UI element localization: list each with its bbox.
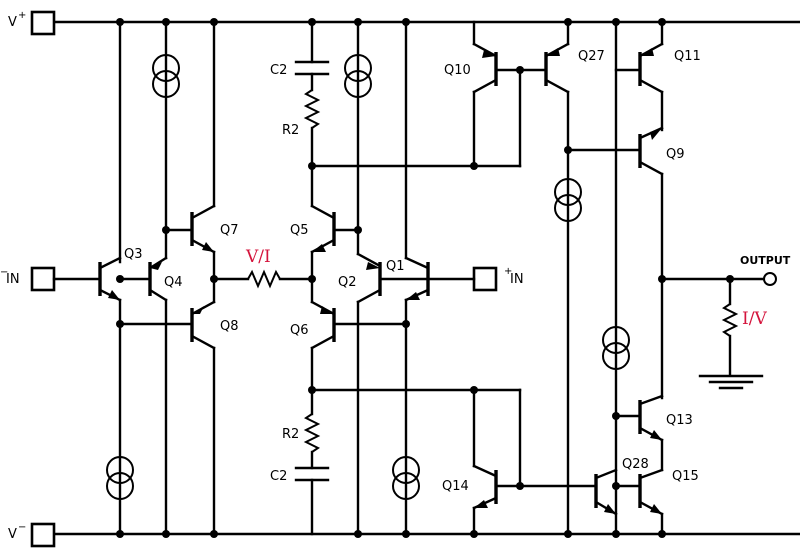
vplus-sup: + [18, 10, 26, 21]
q11-label: Q11 [674, 49, 701, 64]
q10-label: Q10 [444, 63, 471, 78]
c2-bottom-capacitor: C2 [270, 466, 330, 536]
q1-transistor: Q1 [386, 20, 430, 536]
vplus-terminal: V + [8, 10, 56, 36]
pos-in-label: IN [510, 272, 524, 287]
q4-transistor: Q4 [118, 20, 183, 536]
q6-label: Q6 [290, 323, 309, 338]
r2-bottom-resistor: R2 [282, 388, 321, 470]
iv-annotation: I/V [742, 309, 767, 329]
q2-transistor: Q2 [338, 228, 430, 536]
ground-icon [698, 374, 764, 390]
q2-label: Q2 [338, 275, 357, 290]
vminus-label: V [8, 527, 17, 542]
current-source-left-bottom [106, 456, 134, 500]
neg-in-label: IN [6, 272, 20, 287]
q14-label: Q14 [442, 479, 469, 494]
q4-label: Q4 [164, 275, 183, 290]
vminus-sup: − [18, 522, 26, 533]
r2-bottom-label: R2 [282, 427, 299, 442]
current-source-right-upper [554, 178, 582, 222]
neg-input-terminal: IN − [0, 266, 102, 292]
q27-label: Q27 [578, 49, 605, 64]
q5-label: Q5 [290, 223, 309, 238]
q9-label: Q9 [666, 147, 685, 162]
q15-label: Q15 [672, 469, 699, 484]
r2-top-label: R2 [282, 123, 299, 138]
q11-transistor: Q11 [638, 20, 701, 132]
output-label: OUTPUT [740, 254, 791, 267]
q7-transistor: Q7 [190, 20, 239, 281]
q10-transistor: Q10 [444, 20, 548, 168]
q28-label: Q28 [622, 457, 649, 472]
q28-transistor: Q28 [594, 457, 649, 516]
q9-transistor: Q9 [638, 126, 685, 400]
output-node: OUTPUT [660, 254, 791, 286]
q8-label: Q8 [220, 319, 239, 334]
current-source-left-top [152, 54, 180, 98]
q7-label: Q7 [220, 223, 239, 238]
current-source-right-lower [602, 326, 630, 370]
q27-transistor: Q27 [544, 20, 605, 536]
q13-label: Q13 [666, 413, 693, 428]
iv-resistor: I/V [721, 277, 767, 376]
q3-transistor: Q3 [98, 20, 143, 536]
svg-text:V: V [8, 15, 17, 30]
neg-in-sup: − [0, 267, 8, 278]
junction-dots [116, 18, 734, 538]
q1-label: Q1 [386, 259, 405, 274]
current-source-center-bottom [392, 456, 420, 500]
q15-transistor: Q15 [638, 468, 699, 536]
q8-transistor: Q8 [190, 277, 239, 536]
q6-transistor: Q6 [290, 277, 408, 392]
vi-annotation: V/I [245, 247, 271, 267]
q14-transistor: Q14 [442, 388, 522, 536]
q13-transistor: Q13 [638, 394, 693, 472]
pos-in-sup: + [504, 266, 512, 277]
current-source-center-top [344, 54, 372, 98]
vi-resistor: V/I [212, 247, 314, 289]
q3-label: Q3 [124, 247, 143, 262]
c2-bottom-label: C2 [270, 469, 287, 484]
vplus-label: V [8, 15, 17, 30]
vminus-terminal: V − [8, 522, 56, 548]
c2-top-label: C2 [270, 63, 287, 78]
c2-top-capacitor: C2 [270, 20, 330, 92]
r2-top-resistor: R2 [282, 89, 321, 168]
pos-input-terminal: + IN [426, 266, 524, 292]
supply-rails [54, 20, 800, 536]
q5-transistor: Q5 [290, 164, 360, 281]
